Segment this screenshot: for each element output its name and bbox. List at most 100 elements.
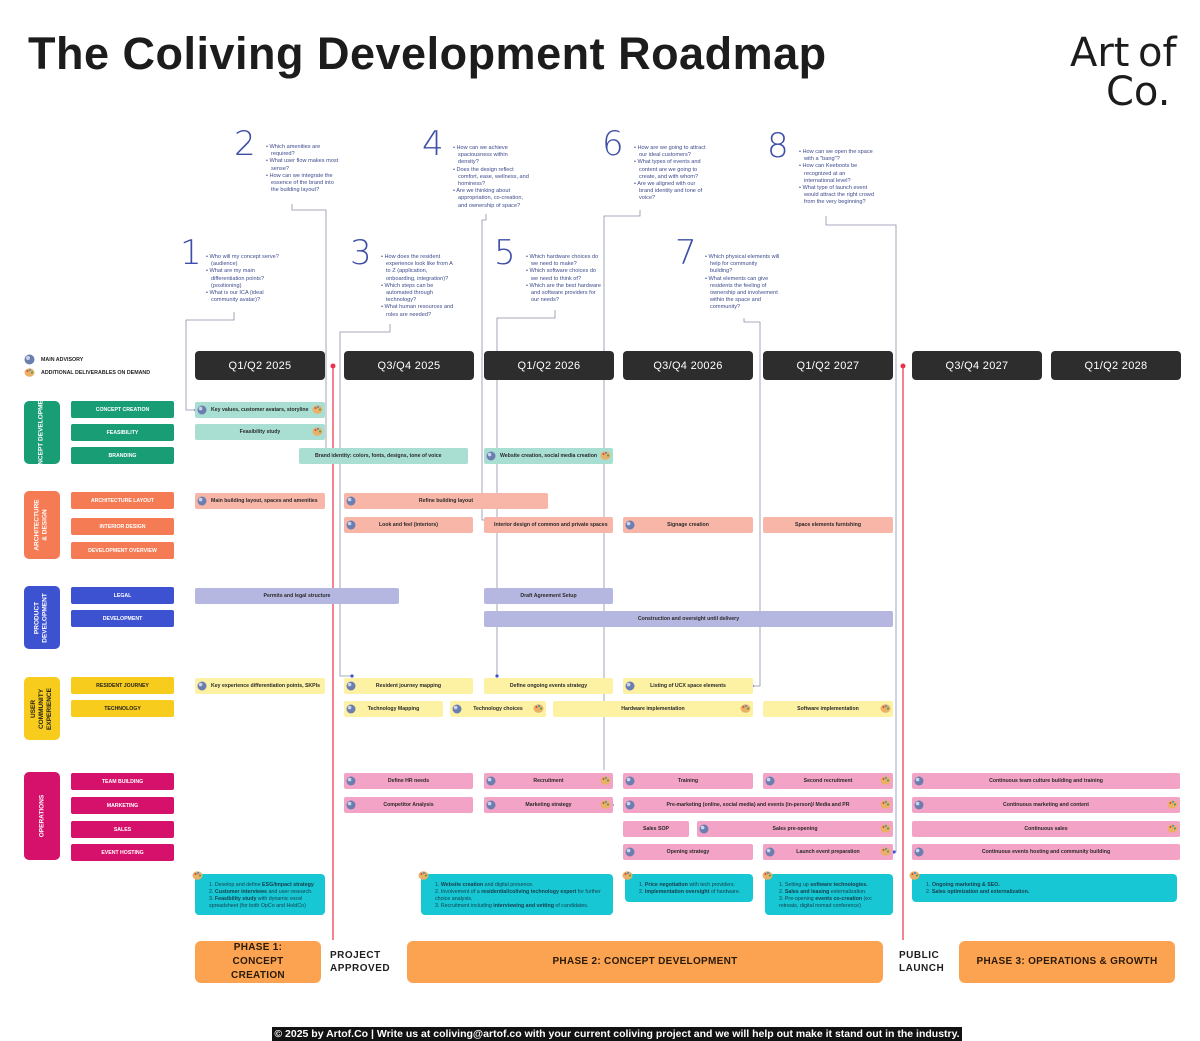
palette-icon [880, 704, 891, 713]
subcategory-technology: TECHNOLOGY [71, 700, 174, 717]
question-text-7: Which physical elements will help for co… [703, 254, 781, 312]
advisory-icon [24, 354, 35, 365]
question-text-8: How can we open the space with a "bang"?… [797, 149, 875, 207]
advisory-icon [346, 704, 356, 714]
task-bar: Construction and oversight until deliver… [484, 611, 893, 627]
period-header: Q1/Q2 2025 [195, 351, 325, 380]
task-bar: Technology choices [450, 701, 546, 717]
logo-line3: Co. [1106, 69, 1170, 110]
task-bar: Marketing strategy [484, 797, 613, 813]
connector-q3 [339, 324, 391, 677]
phase-1: PHASE 1: CONCEPT CREATION [195, 941, 321, 983]
task-label: Software implementation [797, 706, 859, 712]
task-label: Continuous marketing and content [1003, 802, 1089, 808]
task-bar: Website creation, social media creation [484, 448, 613, 464]
task-bar: Interior design of common and private sp… [484, 517, 613, 533]
phase-2: PHASE 2: CONCEPT DEVELOPMENT [407, 941, 883, 983]
advisory-icon [197, 496, 207, 506]
connector-q8 [825, 216, 897, 853]
period-header: Q1/Q2 2026 [484, 351, 614, 380]
task-label: Recruitment [533, 778, 564, 784]
question-number-3: 3 [350, 233, 372, 273]
advisory-icon [346, 496, 356, 506]
palette-icon [418, 871, 429, 880]
palette-icon [192, 871, 203, 880]
task-bar: Sales SOP [623, 821, 689, 837]
task-bar: Space elements furnishing [763, 517, 893, 533]
palette-icon [880, 776, 891, 785]
advisory-icon [765, 776, 775, 786]
task-label: Training [677, 778, 699, 784]
question-number-4: 4 [422, 124, 444, 164]
task-bar: Competitor Analysis [344, 797, 473, 813]
task-bar: Resident journey mapping [344, 678, 473, 694]
subcategory-architecture-layout: ARCHITECTURE LAYOUT [71, 492, 174, 509]
task-label: Brand identity: colors, fonts, designs, … [315, 453, 442, 459]
advisory-icon [197, 681, 207, 691]
advisory-icon [486, 776, 496, 786]
task-label: Hardware implementation [621, 706, 685, 712]
palette-icon [533, 704, 544, 713]
palette-icon [740, 704, 751, 713]
task-bar: Draft Agreement Setup [484, 588, 613, 604]
subcategory-event-hosting: EVENT HOSTING [71, 844, 174, 861]
task-bar: Second recruitment [763, 773, 893, 789]
task-label: Continuous team culture building and tra… [989, 778, 1103, 784]
subcategory-team-building: TEAM BUILDING [71, 773, 174, 790]
subcategory-resident-journey: RESIDENT JOURNEY [71, 677, 174, 694]
task-bar: Key values, customer avatars, storyline [195, 402, 325, 418]
advisory-icon [452, 704, 462, 714]
advisory-icon [197, 405, 207, 415]
category-product-development: PRODUCT DEVELOPMENT [24, 586, 60, 649]
task-bar: Define ongoing events strategy [484, 678, 613, 694]
phase-3: PHASE 3: OPERATIONS & GROWTH [959, 941, 1175, 983]
task-bar: Signage creation [623, 517, 753, 533]
task-bar: Main building layout, spaces and ameniti… [195, 493, 325, 509]
task-bar: Define HR needs [344, 773, 473, 789]
task-bar: Brand identity: colors, fonts, designs, … [299, 448, 468, 464]
task-label: Look and feel (interiors) [378, 522, 439, 528]
question-text-3: How does the resident experience look li… [379, 254, 457, 319]
task-label: Second recruitment [803, 778, 853, 784]
connector-q7 [743, 318, 761, 687]
period-header: Q3/Q4 2027 [912, 351, 1042, 380]
logo-line1: Art [1070, 30, 1130, 76]
period-header: Q3/Q4 2025 [344, 351, 474, 380]
category-user-community-experience: USER COMMUNITY EXPERIENCE [24, 677, 60, 740]
footer-banner: © 2025 by Artof.Co | Write us at colivin… [272, 1027, 962, 1041]
task-bar: Opening strategy [623, 844, 753, 860]
task-bar: Pre-marketing (online, social media) and… [623, 797, 893, 813]
advisory-icon [486, 451, 496, 461]
category-architecture-design: ARCHITECTURE & DESIGN [24, 491, 60, 559]
subcategory-legal: LEGAL [71, 587, 174, 604]
palette-icon [1167, 824, 1178, 833]
task-label: Sales SOP [643, 826, 669, 832]
advisory-icon [914, 847, 924, 857]
task-bar: Continuous marketing and content [912, 797, 1180, 813]
palette-icon [312, 427, 323, 436]
task-label: Launch event preparation [796, 849, 860, 855]
advisory-icon [699, 824, 709, 834]
palette-icon [24, 368, 35, 377]
task-label: Website creation, social media creation [500, 453, 598, 459]
task-bar: Technology Mapping [344, 701, 443, 717]
legend-deliverables-label: ADDITIONAL DELIVERABLES ON DEMAND [41, 369, 151, 376]
task-label: Interior design of common and private sp… [494, 522, 608, 528]
task-label: Construction and oversight until deliver… [637, 616, 740, 622]
question-number-1: 1 [180, 233, 202, 273]
task-label: Listing of UCX space elements [650, 683, 726, 689]
palette-icon [312, 405, 323, 414]
deliverables-box-3: 1. Price negotiation with tech providers… [625, 874, 753, 902]
task-label: Technology choices [473, 706, 523, 712]
task-label: Main building layout, spaces and ameniti… [211, 498, 318, 504]
question-number-6: 6 [602, 124, 624, 164]
legend-deliverables: ADDITIONAL DELIVERABLES ON DEMAND [24, 367, 150, 378]
connector-q1 [185, 312, 235, 411]
task-bar: Continuous team culture building and tra… [912, 773, 1180, 789]
subcategory-feasibility: FEASIBILITY [71, 424, 174, 441]
subcategory-development-overview: DEVELOPMENT OVERVIEW [71, 542, 174, 559]
deliverables-box-5: 1. Ongoing marketing & SEO. 2. Sales opt… [912, 874, 1177, 902]
palette-icon [762, 871, 773, 880]
task-bar: Software implementation [763, 701, 893, 717]
task-label: Permits and legal structure [263, 593, 331, 599]
